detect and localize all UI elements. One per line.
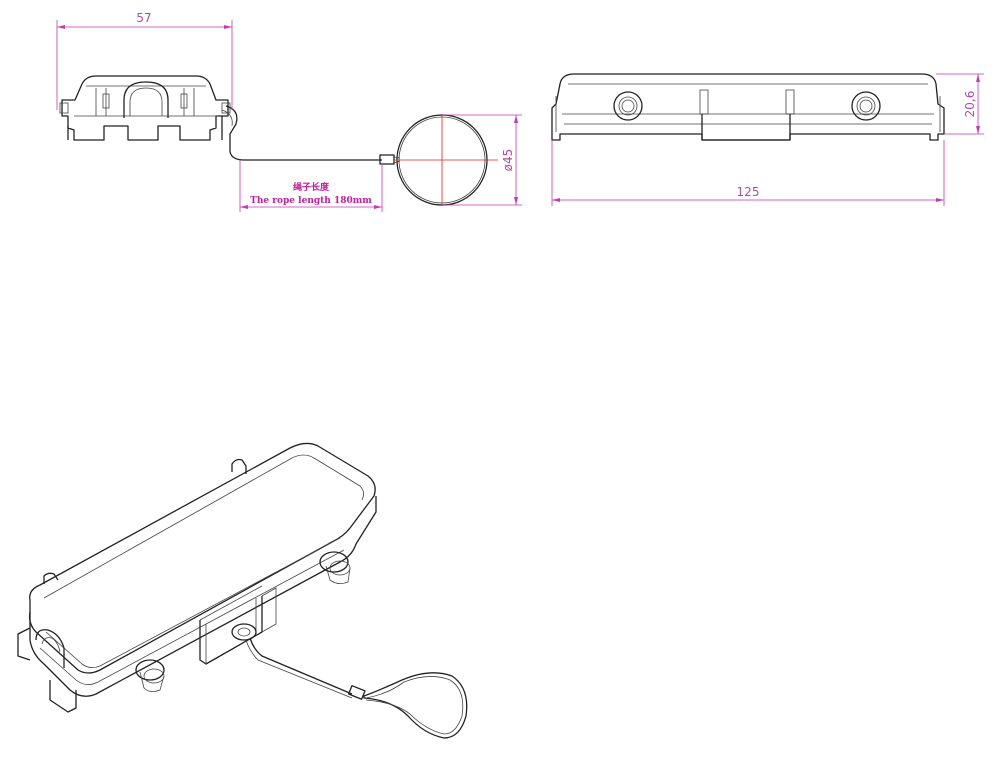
rope-length-label-en: The rope length 180mm [250, 196, 372, 206]
width-dimension-label: 57 [136, 11, 151, 25]
isometric-view [17, 442, 468, 739]
dimension-rope-length: 绳子长度 The rope length 180mm [239, 160, 383, 212]
dimension-width-57: 57 [56, 11, 233, 110]
dimension-length-125: 125 [551, 140, 945, 206]
loop-diameter-label: ø45 [501, 149, 515, 172]
dimension-loop-diameter: ø45 [442, 114, 522, 206]
height-dimension-label: 20,6 [963, 91, 977, 118]
side-view [551, 73, 945, 141]
length-dimension-label: 125 [737, 185, 760, 199]
rope-length-label-cn: 绳子长度 [293, 181, 330, 193]
front-view [59, 75, 498, 206]
dimension-height-20-6: 20,6 [936, 73, 984, 135]
